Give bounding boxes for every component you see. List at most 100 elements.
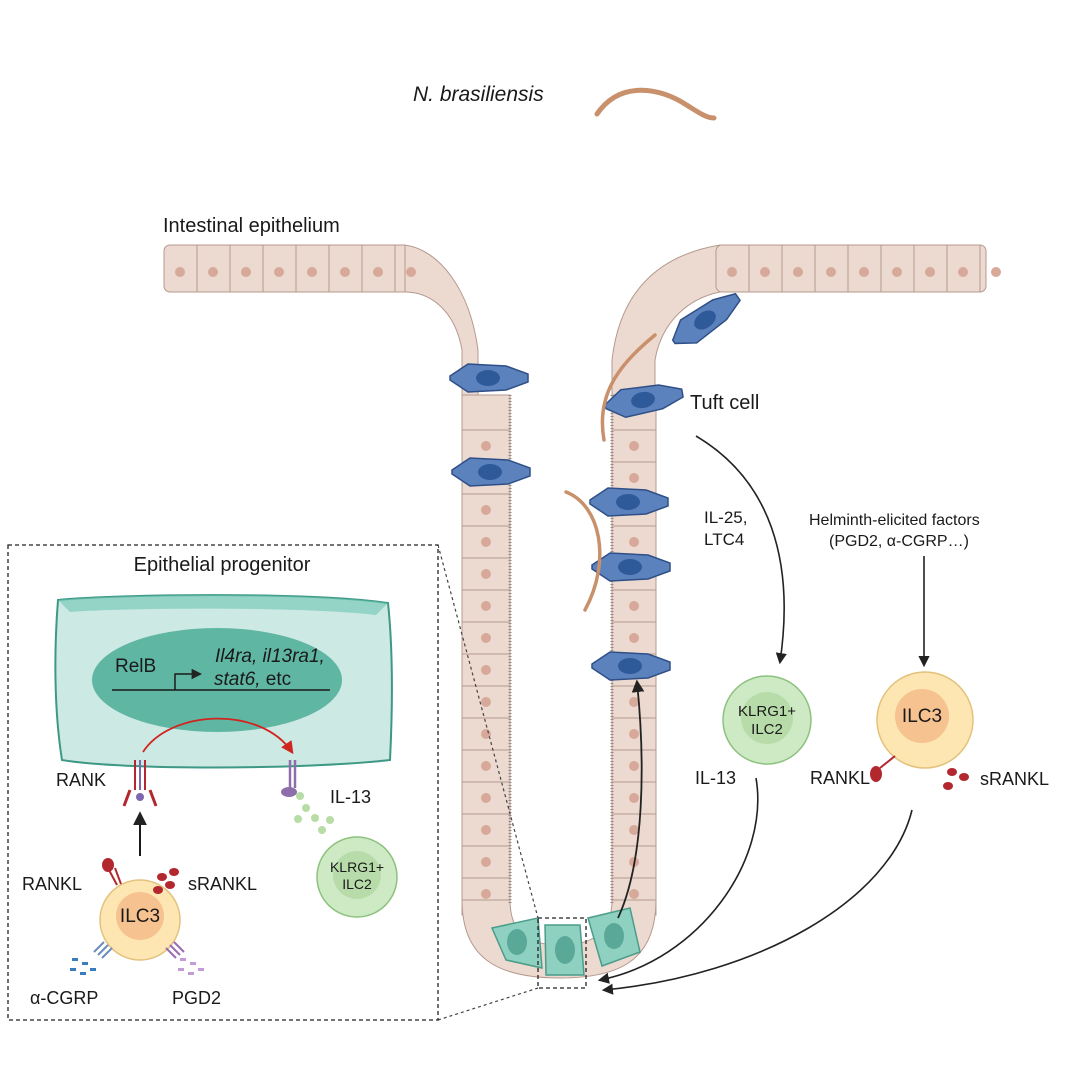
cell-nucleus bbox=[629, 633, 639, 643]
inset-rankl-receptor bbox=[102, 858, 122, 886]
cell-nucleus bbox=[991, 267, 1001, 277]
srankl-label: sRANKL bbox=[980, 769, 1049, 789]
cell-nucleus bbox=[629, 537, 639, 547]
ilc3-to-crypt-arrow bbox=[601, 809, 913, 995]
inset-il13-label: IL-13 bbox=[330, 787, 371, 807]
cell-nucleus bbox=[481, 825, 491, 835]
cell-nucleus bbox=[629, 441, 639, 451]
inset-ilc2-line2: ILC2 bbox=[342, 876, 372, 892]
tuft-cell bbox=[591, 651, 671, 681]
cell-nucleus bbox=[760, 267, 770, 277]
zoom-region bbox=[537, 917, 587, 989]
tuft-cell bbox=[451, 457, 531, 487]
cell-nucleus bbox=[481, 601, 491, 611]
il13-particles bbox=[294, 792, 334, 834]
cell-nucleus bbox=[307, 267, 317, 277]
cell-nucleus bbox=[826, 267, 836, 277]
stem-cell-nucleus bbox=[555, 936, 575, 964]
inset-ilc3-label: ILC3 bbox=[120, 906, 160, 927]
cell-nuclei bbox=[175, 267, 1001, 899]
helminth-label-line2: (PGD2, α-CGRP…) bbox=[829, 533, 969, 550]
cell-nucleus bbox=[958, 267, 968, 277]
cell-nucleus bbox=[373, 267, 383, 277]
cell-nucleus bbox=[727, 267, 737, 277]
cell-nucleus bbox=[406, 267, 416, 277]
inset-srankl-particles bbox=[153, 868, 179, 894]
cell-nucleus bbox=[629, 697, 639, 707]
worm-in-crypt bbox=[564, 490, 602, 612]
srankl-particles bbox=[943, 768, 969, 790]
pgd2-receptor bbox=[165, 941, 185, 959]
cell-nucleus bbox=[208, 267, 218, 277]
rank-label: RANK bbox=[56, 770, 106, 790]
signaling-arc-arrow bbox=[142, 717, 294, 755]
cell-nucleus bbox=[481, 889, 491, 899]
il25-label-line1: IL-25, bbox=[704, 508, 747, 527]
worm-shape bbox=[594, 87, 717, 121]
cell-nucleus bbox=[481, 697, 491, 707]
cell-nucleus bbox=[629, 729, 639, 739]
tuft-cell bbox=[591, 552, 671, 582]
cell-nucleus bbox=[629, 473, 639, 483]
inset-srankl-label: sRANKL bbox=[188, 874, 257, 894]
relb-label: RelB bbox=[115, 656, 156, 677]
epithelium-label: Intestinal epithelium bbox=[163, 215, 340, 237]
cell-nucleus bbox=[481, 633, 491, 643]
relb-promoter-arrow bbox=[174, 668, 203, 690]
inset-title: Epithelial progenitor bbox=[134, 554, 311, 576]
cell-nucleus bbox=[241, 267, 251, 277]
tuft-cell-label: Tuft cell bbox=[690, 392, 759, 414]
il25-label-line2: LTC4 bbox=[704, 530, 744, 549]
cell-nucleus bbox=[892, 267, 902, 277]
crypt-up-arrow bbox=[617, 679, 645, 919]
cgrp-receptor bbox=[93, 941, 113, 959]
tuft-to-ilc2-arrow bbox=[695, 435, 787, 665]
inset-ilc2-cell: KLRG1+ ILC2 bbox=[316, 836, 398, 918]
ilc3-cell: ILC3 bbox=[876, 671, 974, 769]
right-surface-cells bbox=[715, 244, 987, 293]
progenitor-outer-band bbox=[58, 595, 388, 615]
cell-nucleus bbox=[629, 601, 639, 611]
crypt-stem-cells bbox=[490, 907, 641, 976]
cell-nucleus bbox=[481, 761, 491, 771]
inset-panel: Epithelial progenitor RelB Il4ra, il13ra… bbox=[7, 544, 439, 1021]
cgrp-particles bbox=[70, 958, 96, 975]
cell-nucleus bbox=[481, 505, 491, 515]
cell-nucleus bbox=[629, 825, 639, 835]
progenitor-nucleus bbox=[92, 628, 342, 732]
il13-receptor bbox=[281, 760, 297, 797]
ilc2-cell: KLRG1+ ILC2 bbox=[722, 675, 812, 765]
tuft-cell bbox=[589, 487, 669, 517]
stem-cell-nucleus bbox=[507, 929, 527, 955]
tuft-cell bbox=[604, 384, 684, 419]
helminth-label-line1: Helminth-elicited factors bbox=[809, 512, 980, 529]
cell-nucleus bbox=[925, 267, 935, 277]
genes-line2: stat6, etc bbox=[214, 669, 291, 690]
tuft-cells bbox=[449, 292, 741, 681]
tuft-cell bbox=[671, 292, 741, 345]
ilc3-label: ILC3 bbox=[902, 706, 942, 727]
inset-ilc2-line1: KLRG1+ bbox=[330, 859, 384, 875]
worm-in-crypt bbox=[600, 333, 657, 442]
cell-nucleus bbox=[629, 761, 639, 771]
pgd2-label: PGD2 bbox=[172, 988, 221, 1008]
tuft-cell bbox=[449, 363, 529, 393]
cell-nucleus bbox=[175, 267, 185, 277]
cell-nucleus bbox=[481, 793, 491, 803]
il13-label: IL-13 bbox=[695, 768, 736, 788]
ilc2-label-line2: ILC2 bbox=[751, 721, 783, 738]
pgd2-particles bbox=[178, 958, 204, 975]
ilc2-to-crypt-arrow bbox=[597, 777, 759, 984]
inset-rankl-label: RANKL bbox=[22, 874, 82, 894]
cell-nucleus bbox=[793, 267, 803, 277]
left-surface-cells bbox=[163, 244, 410, 293]
cgrp-label: α-CGRP bbox=[30, 988, 98, 1008]
inset-ilc3-cell: ILC3 bbox=[99, 879, 181, 961]
stem-cell-nucleus bbox=[604, 923, 624, 949]
rankl-label: RANKL bbox=[810, 768, 870, 788]
cell-nucleus bbox=[481, 857, 491, 867]
cell-nucleus bbox=[629, 889, 639, 899]
cell-nucleus bbox=[859, 267, 869, 277]
